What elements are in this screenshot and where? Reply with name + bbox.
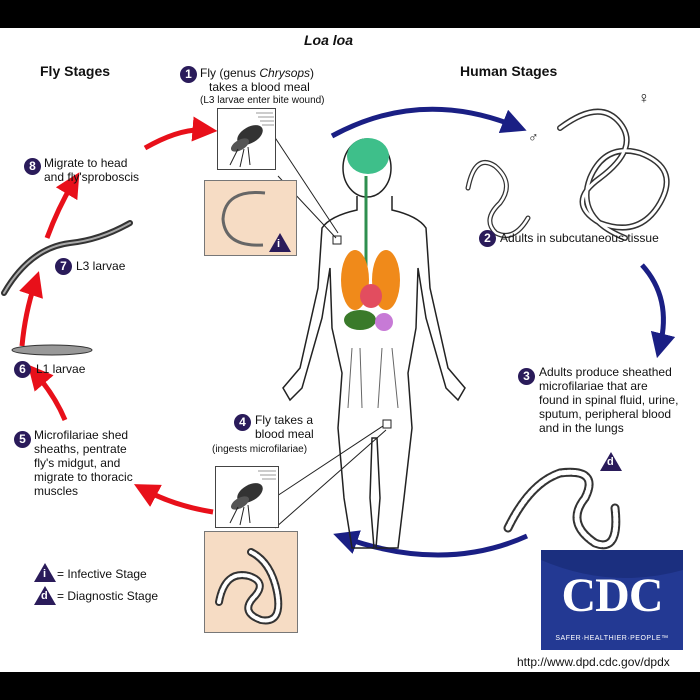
female-symbol: ♀ bbox=[638, 90, 650, 107]
arrow-5-to-6 bbox=[27, 364, 68, 421]
human-figure bbox=[282, 138, 466, 549]
step-7-badge: 7 bbox=[55, 258, 72, 275]
cdc-url[interactable]: http://www.dpd.cdc.gov/dpdx bbox=[517, 655, 670, 669]
step-4-badge: 4 bbox=[234, 414, 251, 431]
life-cycle-diagram: Loa loa Fly Stages Human Stages 1 Fly (g… bbox=[0, 28, 700, 672]
step-1-text: Fly (genus Chrysops) bbox=[200, 66, 315, 80]
step-1-text-line2: takes a blood meal bbox=[209, 80, 310, 94]
male-symbol: ♂ bbox=[528, 129, 539, 145]
arrow-4-to-5 bbox=[133, 484, 214, 515]
step-8-line1: Migrate to head bbox=[44, 156, 128, 170]
arrow-8-to-1 bbox=[143, 116, 218, 151]
microfilaria-3-inner bbox=[505, 469, 619, 548]
liver bbox=[344, 310, 376, 330]
larva-c-icon bbox=[221, 191, 266, 247]
legend-diagnostic-icon: d bbox=[34, 586, 56, 605]
bite-site-4 bbox=[382, 419, 392, 429]
infective-larva-panel: i bbox=[204, 180, 297, 256]
diagram-graphics bbox=[1, 106, 676, 558]
diagram-title: Loa loa bbox=[304, 32, 354, 48]
arrow-1-to-2 bbox=[330, 106, 527, 139]
arrow-3-to-4 bbox=[333, 530, 529, 558]
arrow-2-to-3 bbox=[640, 263, 676, 359]
stomach bbox=[375, 313, 393, 331]
step-7-text: L3 larvae bbox=[76, 259, 126, 273]
step-4-note: (ingests microfilariae) bbox=[212, 444, 308, 455]
step-4-line2: blood meal bbox=[255, 427, 314, 441]
step-2-text: Adults in subcutaneous tissue bbox=[500, 231, 659, 245]
l3-larva-inner bbox=[3, 222, 131, 294]
step-6-text: L1 larvae bbox=[36, 362, 86, 376]
legend-infective-icon: i bbox=[34, 563, 56, 582]
brain bbox=[347, 138, 389, 174]
step-8-line2: and fly'sproboscis bbox=[44, 170, 140, 184]
heart bbox=[360, 284, 382, 308]
fly-panel-1 bbox=[217, 108, 276, 170]
step-6-badge: 6 bbox=[14, 361, 31, 378]
diagnostic-stage-marker: d bbox=[600, 452, 622, 471]
microfilaria-3 bbox=[503, 467, 621, 550]
adult-worm-male bbox=[465, 160, 531, 238]
cdc-logo: CDC SAFER·HEALTHIER·PEOPLE™ bbox=[541, 550, 683, 650]
leader-4 bbox=[274, 425, 387, 529]
bite-site-1 bbox=[332, 235, 342, 245]
adult-worm-female bbox=[557, 108, 670, 241]
arrow-6-to-7 bbox=[19, 271, 43, 347]
adult-worm-female-inner bbox=[558, 110, 669, 240]
infective-stage-marker: i bbox=[269, 233, 291, 252]
human-stages-header: Human Stages bbox=[460, 63, 558, 79]
step-1-note: (L3 larvae enter bite wound) bbox=[200, 95, 325, 106]
fly-panel-4 bbox=[215, 466, 279, 528]
step-2-badge: 2 bbox=[479, 230, 496, 247]
step-4-line1: Fly takes a bbox=[255, 413, 314, 427]
adult-worm-male-inner bbox=[466, 161, 530, 237]
diagnostic-microfilaria-panel bbox=[204, 531, 298, 633]
vessels-legs bbox=[347, 347, 399, 409]
l1-larva bbox=[11, 344, 93, 356]
arrow-7-to-8 bbox=[44, 172, 80, 239]
step-5-badge: 5 bbox=[14, 431, 31, 448]
step-8-badge: 8 bbox=[24, 158, 41, 175]
legend-diagnostic-text: = Diagnostic Stage bbox=[57, 589, 159, 603]
legend-infective-text: = Infective Stage bbox=[57, 567, 147, 581]
step-3-badge: 3 bbox=[518, 368, 535, 385]
microfilaria-icon bbox=[215, 548, 283, 625]
fly-icon bbox=[229, 112, 274, 168]
cdc-tagline: SAFER·HEALTHIER·PEOPLE™ bbox=[555, 635, 669, 642]
fly-icon bbox=[229, 470, 276, 526]
cdc-wordmark: CDC bbox=[561, 569, 664, 622]
cdc-swoosh bbox=[541, 560, 683, 650]
step-1-badge: 1 bbox=[180, 66, 197, 83]
fly-stages-header: Fly Stages bbox=[40, 63, 111, 79]
